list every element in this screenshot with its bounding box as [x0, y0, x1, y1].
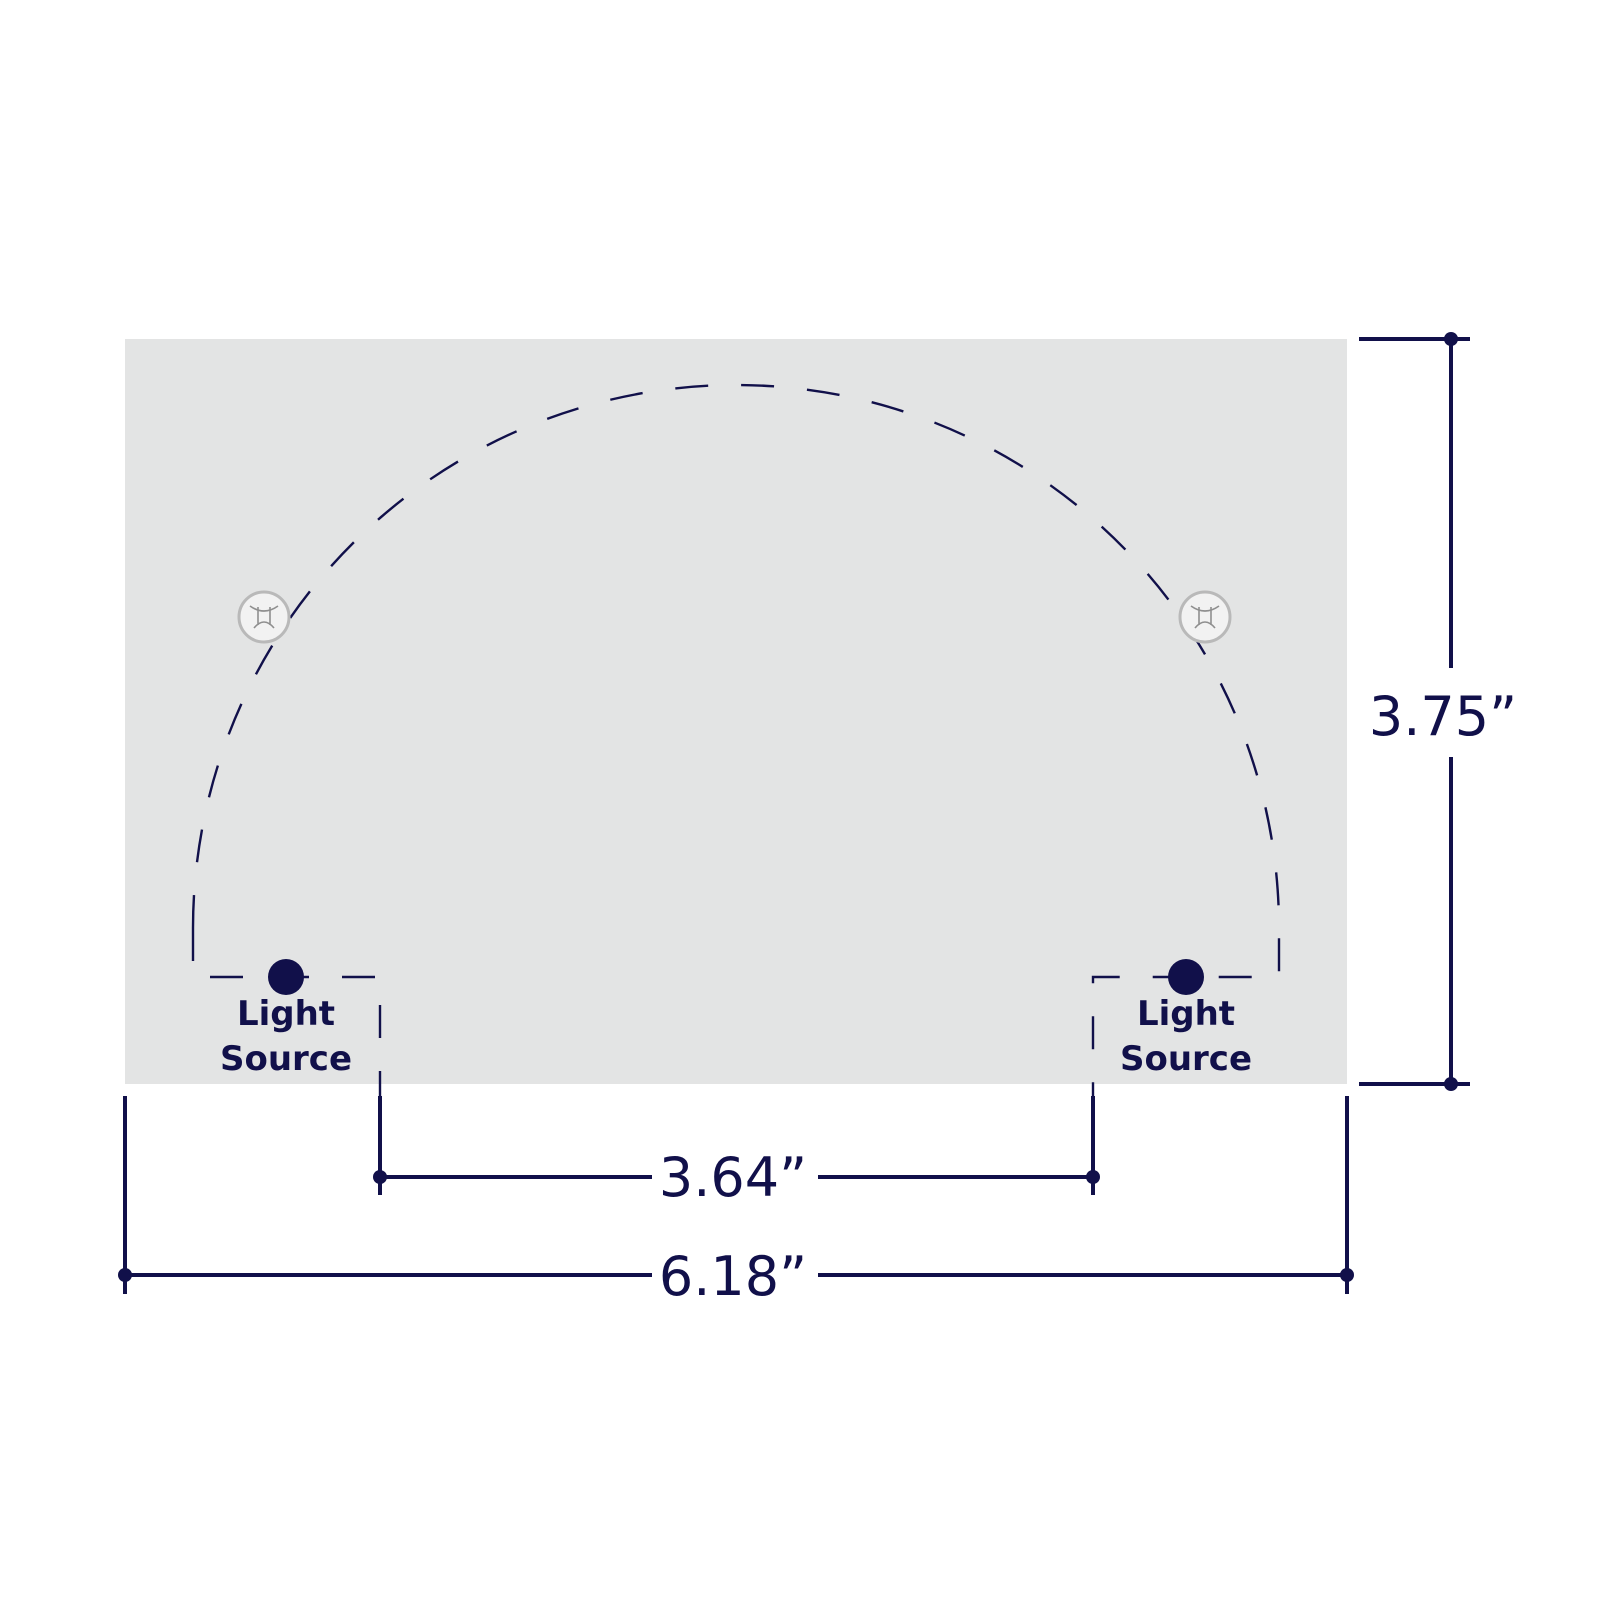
light-source-right: Light Source	[1120, 959, 1252, 1079]
screw-icon	[1178, 590, 1232, 644]
inner-width-dimension-label: 3.64”	[659, 1146, 807, 1209]
height-end-dot	[1444, 1077, 1458, 1091]
screw-left	[237, 590, 291, 644]
overall-width-dimension-label: 6.18”	[659, 1245, 807, 1308]
mounting-plate	[125, 339, 1347, 1084]
light-source-label-line1: Light	[1137, 994, 1235, 1034]
height-dimension-label: 3.75”	[1369, 685, 1517, 748]
overall-end-dot	[1340, 1268, 1354, 1282]
light-source-left: Light Source	[220, 959, 352, 1079]
height-end-dot	[1444, 332, 1458, 346]
inner-end-dot	[373, 1170, 387, 1184]
screw-slot-mark	[249, 605, 279, 629]
overall-width-dimension	[123, 1096, 1349, 1294]
inner-end-dot	[1086, 1170, 1100, 1184]
screw-right	[1178, 590, 1232, 644]
light-source-label-line2: Source	[220, 1039, 352, 1079]
light-source-label-line1: Light	[237, 994, 335, 1034]
light-source-dot-icon	[1168, 959, 1204, 995]
light-source-label-line2: Source	[1120, 1039, 1252, 1079]
overall-end-dot	[118, 1268, 132, 1282]
screw-icon	[237, 590, 291, 644]
screw-slot-mark	[1190, 605, 1220, 629]
light-source-dot-icon	[268, 959, 304, 995]
